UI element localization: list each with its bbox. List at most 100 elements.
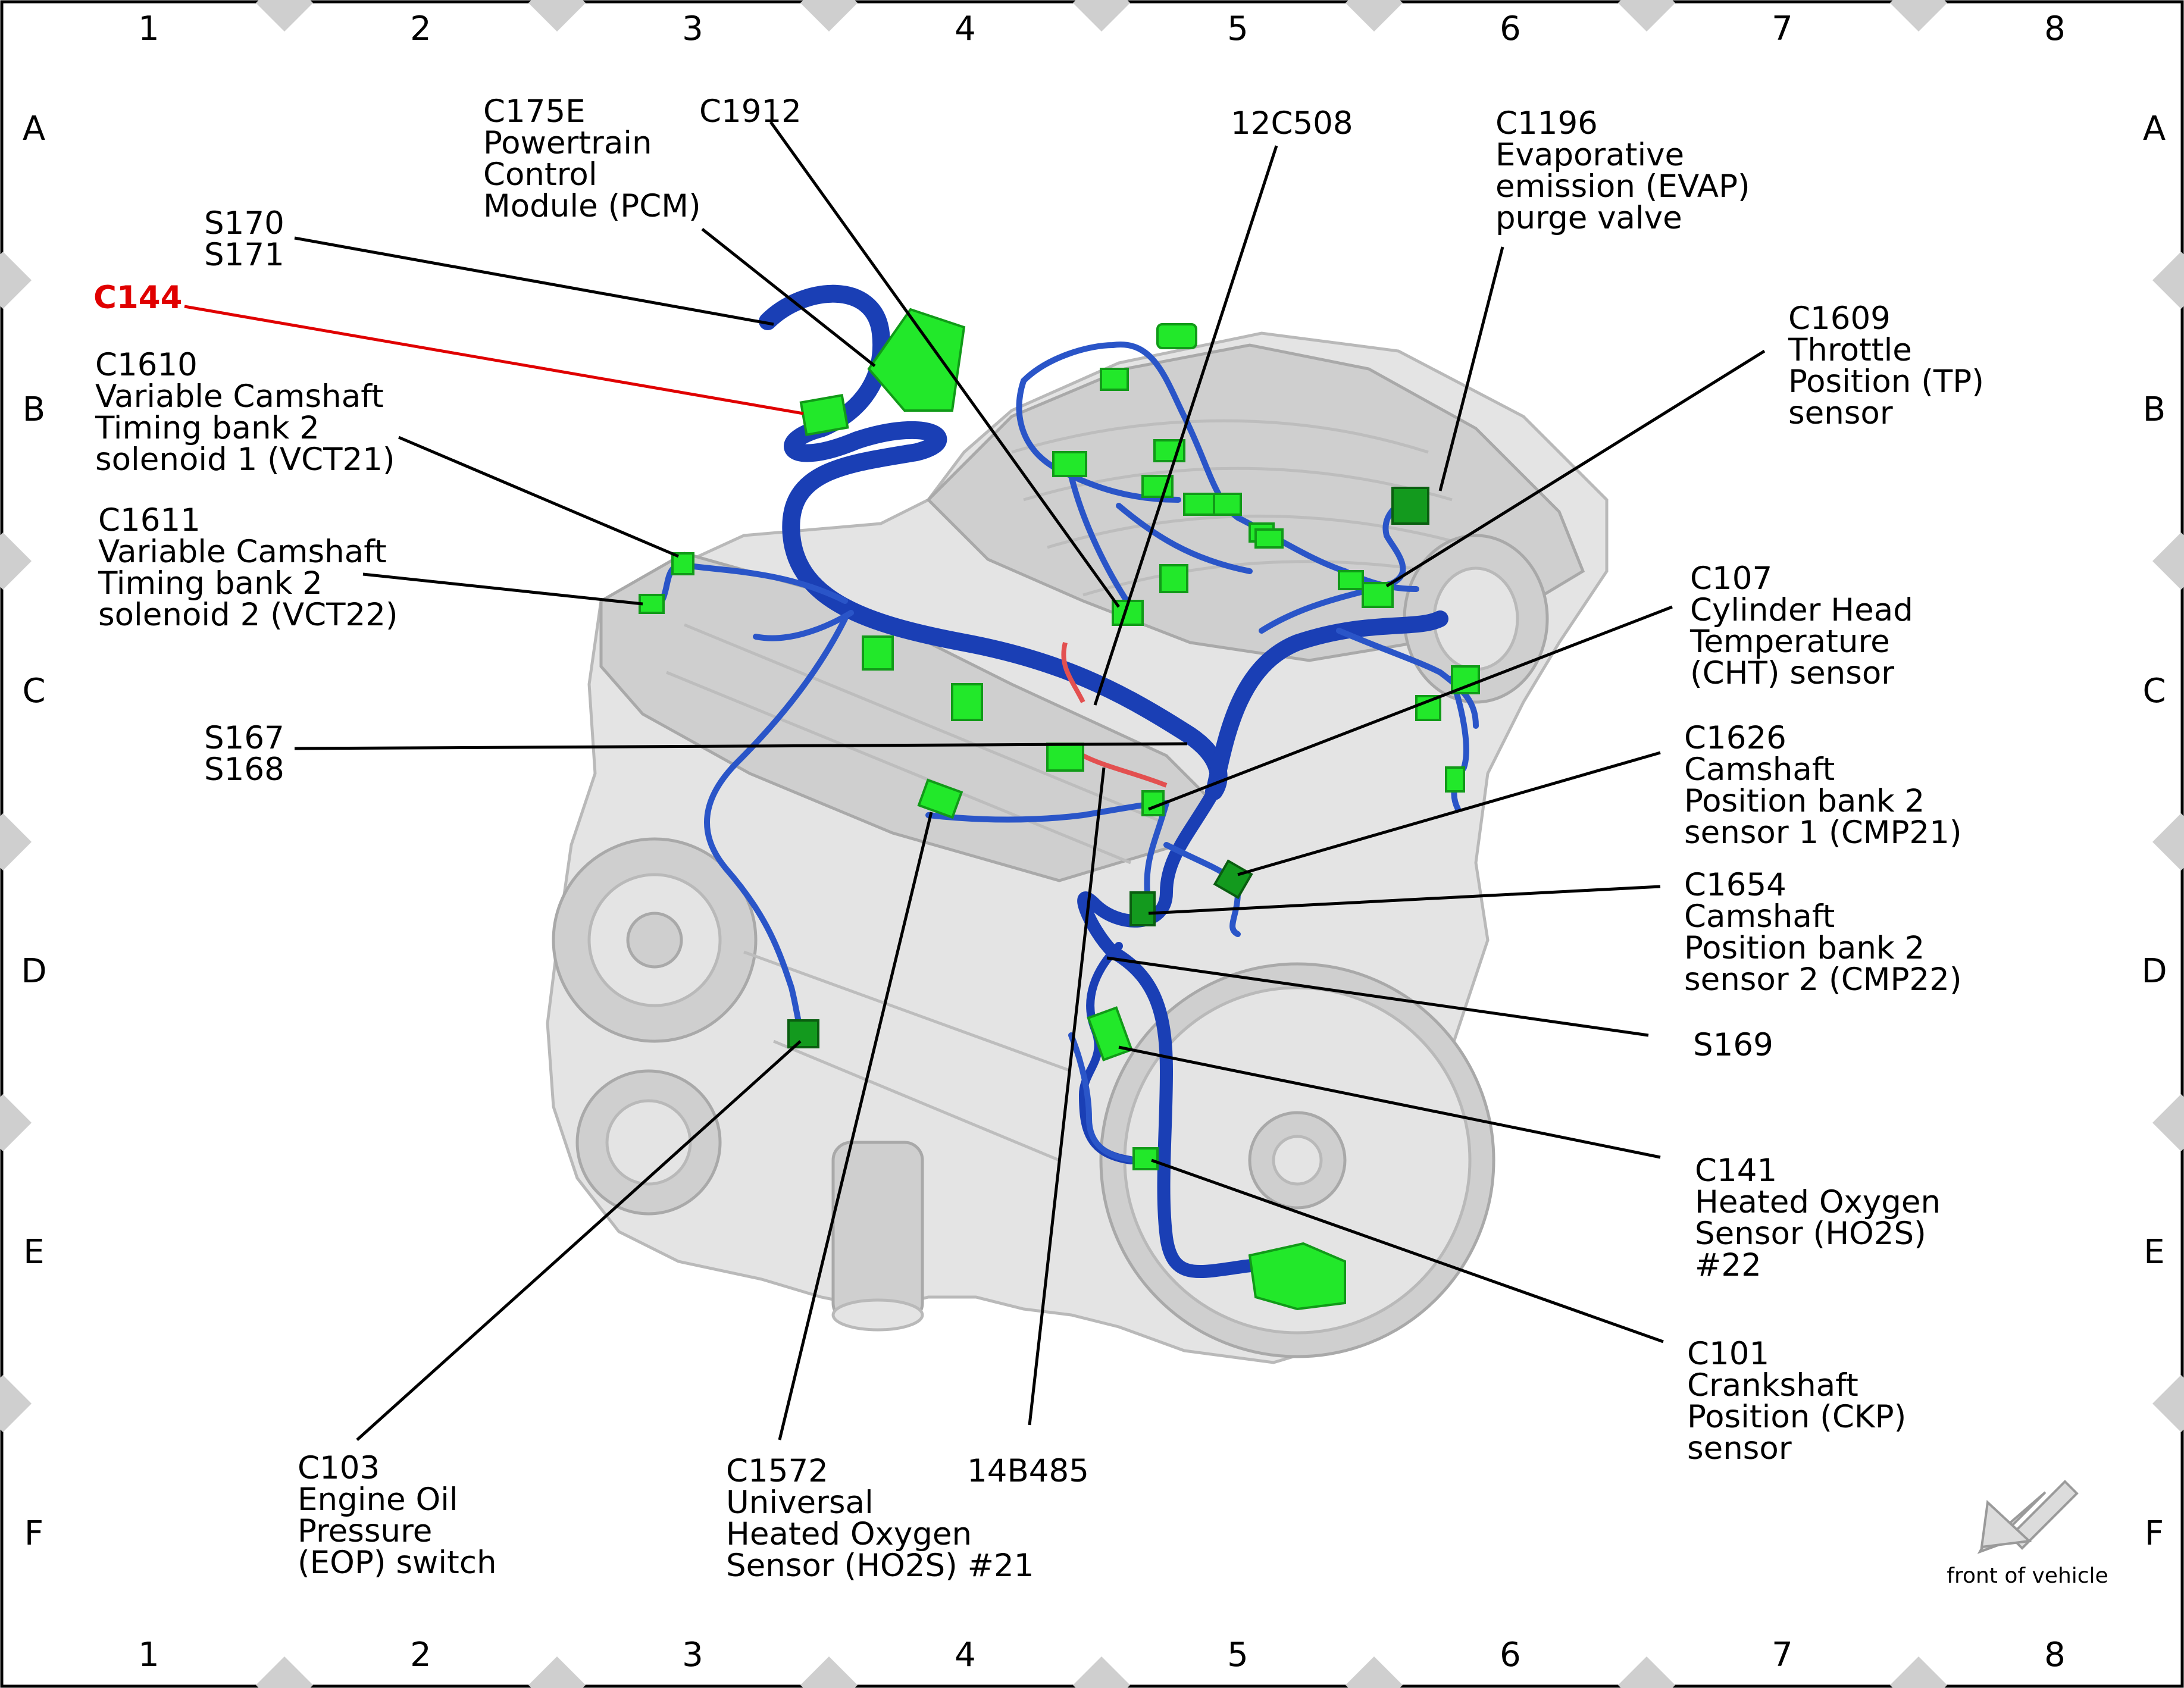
leader-c144 xyxy=(184,305,804,415)
leader-12c508 xyxy=(1093,145,1278,706)
leader-s169 xyxy=(1106,956,1649,1037)
leader-s167 xyxy=(294,742,1188,750)
grid-row-d-right: D xyxy=(2141,952,2167,991)
label-c1572: C1572 Universal Heated Oxygen Sensor (HO… xyxy=(726,1453,1034,1584)
grid-diamond-left xyxy=(0,533,32,590)
connector-c1611 xyxy=(639,594,665,614)
harness-cam-branch xyxy=(652,562,848,610)
front-of-vehicle-label: front of vehicle xyxy=(1947,1564,2108,1588)
grid-col-5-top: 5 xyxy=(1227,10,1249,48)
grid-column-labels-bottom: 1 2 3 4 5 6 7 8 xyxy=(138,1636,2066,1674)
leader-c1572 xyxy=(778,812,933,1440)
leader-c1609 xyxy=(1385,349,1766,588)
label-c1609: C1609 Throttle Position (TP) sensor xyxy=(1788,300,1994,431)
connector-c175e xyxy=(867,308,966,412)
leader-c1912 xyxy=(769,121,1121,608)
label-c1654: C1654 Camshaft Position bank 2 sensor 2 … xyxy=(1684,867,1962,998)
grid-row-labels-right: A B C D E F xyxy=(2141,109,2167,1553)
leader-14b485 xyxy=(1028,767,1106,1426)
leader-c1610 xyxy=(398,436,679,558)
grid-diamond-right xyxy=(2152,1375,2184,1432)
grid-diamond-bottom xyxy=(528,1656,586,1688)
leader-lines xyxy=(184,121,1766,1441)
label-c1611: C1611 Variable Camshaft Timing bank 2 so… xyxy=(98,502,398,633)
grid-diamond-top xyxy=(800,0,858,32)
label-s167: S167 S168 xyxy=(204,720,295,788)
connector-top xyxy=(1156,323,1197,349)
harness-eop-branch xyxy=(704,616,848,1038)
callout-labels: C175E Powertrain Control Module (PCM) C1… xyxy=(93,93,1994,1584)
grid-column-labels-top: 1 2 3 4 5 6 7 8 xyxy=(138,10,2066,48)
harness-rear-drop xyxy=(1077,785,1316,1280)
leader-c107 xyxy=(1148,605,1673,811)
grid-diamond-left xyxy=(0,1094,32,1151)
connector-c1609 xyxy=(1362,582,1394,608)
label-c1912: C1912 xyxy=(699,93,802,130)
grid-diamond-right xyxy=(2152,533,2184,590)
grid-diamond-bottom xyxy=(1890,1656,1947,1688)
grid-row-d-left: D xyxy=(21,952,46,991)
grid-col-8-bottom: 8 xyxy=(2044,1636,2066,1674)
label-14b485: 14B485 xyxy=(967,1453,1089,1489)
grid-col-5-bottom: 5 xyxy=(1227,1636,1249,1674)
leader-c141 xyxy=(1118,1045,1661,1159)
grid-diamond-left xyxy=(0,252,32,309)
grid-col-2-top: 2 xyxy=(410,10,431,48)
grid-diamond-bottom xyxy=(1346,1656,1403,1688)
grid-row-e-left: E xyxy=(23,1233,44,1272)
grid-row-c-left: C xyxy=(22,672,45,710)
leader-c103 xyxy=(356,1040,802,1441)
connector-c144 xyxy=(799,394,849,436)
grid-col-7-bottom: 7 xyxy=(1772,1636,1793,1674)
connector-transmission xyxy=(1248,1242,1346,1311)
grid-col-3-bottom: 3 xyxy=(682,1636,703,1674)
grid-col-4-bottom: 4 xyxy=(955,1636,976,1674)
leader-c1611 xyxy=(362,572,643,606)
label-c175e: C175E Powertrain Control Module (PCM) xyxy=(483,93,701,224)
front-of-vehicle-indicator: front of vehicle xyxy=(1947,1480,2108,1588)
connectors xyxy=(639,308,1480,1311)
grid-row-a-left: A xyxy=(23,109,45,148)
grid-col-6-bottom: 6 xyxy=(1500,1636,1521,1674)
grid-diamond-top xyxy=(1618,0,1675,32)
grid-diamond-bottom xyxy=(1618,1656,1675,1688)
grid-row-b-right: B xyxy=(2143,390,2166,429)
label-c144: C144 xyxy=(93,280,183,316)
leader-c1626 xyxy=(1237,751,1661,876)
grid-col-3-top: 3 xyxy=(682,10,703,48)
leader-c1196 xyxy=(1438,246,1504,491)
leader-s170 xyxy=(294,236,774,326)
grid-col-8-top: 8 xyxy=(2044,10,2066,48)
label-s169: S169 xyxy=(1693,1027,1773,1063)
grid-col-6-top: 6 xyxy=(1500,10,1521,48)
grid-col-2-bottom: 2 xyxy=(410,1636,431,1674)
grid-row-f-right: F xyxy=(2145,1514,2164,1553)
label-s170: S170 S171 xyxy=(204,205,295,273)
grid-diamond-bottom xyxy=(1073,1656,1130,1688)
connector-c1654 xyxy=(1129,891,1156,926)
grid-row-c-right: C xyxy=(2142,672,2166,710)
grid-diamond-left xyxy=(0,1375,32,1432)
grid-diamond-bottom xyxy=(256,1656,313,1688)
grid-col-1-top: 1 xyxy=(138,10,159,48)
leader-c175e xyxy=(701,228,876,367)
label-12c508: 12C508 xyxy=(1231,105,1353,142)
label-c103: C103 Engine Oil Pressure (EOP) switch xyxy=(298,1450,497,1581)
label-c1196: C1196 Evaporative emission (EVAP) purge … xyxy=(1495,105,1760,236)
grid-col-7-top: 7 xyxy=(1772,10,1793,48)
grid-row-labels-left: A B C D E F xyxy=(21,109,46,1553)
label-c141: C141 Heated Oxygen Sensor (HO2S) #22 xyxy=(1695,1153,1951,1283)
leader-c101 xyxy=(1151,1158,1664,1343)
label-c101: C101 Crankshaft Position (CKP) sensor xyxy=(1687,1336,1916,1467)
grid-col-1-bottom: 1 xyxy=(138,1636,159,1674)
label-c1626: C1626 Camshaft Position bank 2 sensor 1 … xyxy=(1684,720,1962,851)
grid-diamond-top xyxy=(528,0,586,32)
grid-diamond-bottom xyxy=(800,1656,858,1688)
connector-c1196 xyxy=(1391,487,1429,525)
connector-c1626 xyxy=(1213,859,1253,900)
label-c1610: C1610 Variable Camshaft Timing bank 2 so… xyxy=(95,347,395,478)
grid-diamond-left xyxy=(0,813,32,870)
leader-c1654 xyxy=(1148,885,1661,915)
grid-row-e-right: E xyxy=(2144,1233,2164,1272)
